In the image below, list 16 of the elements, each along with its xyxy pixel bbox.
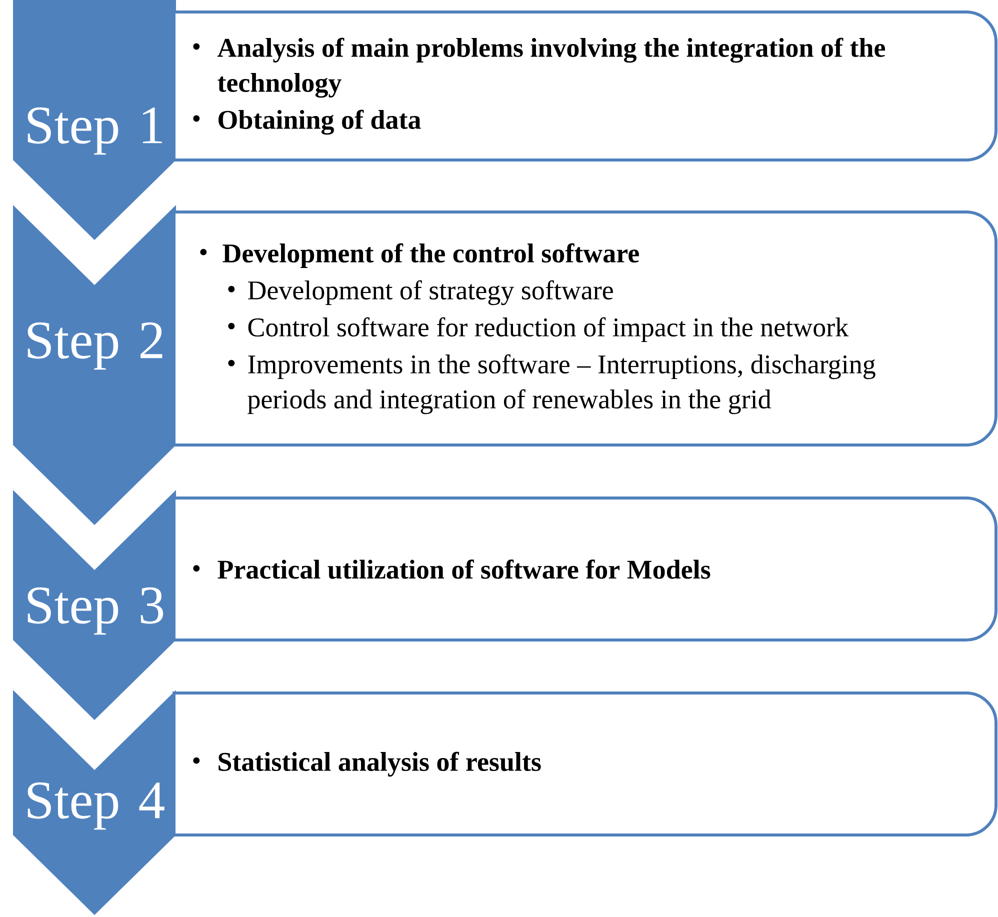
step-banner: Step 2	[13, 204, 176, 525]
step-banner: Step 1	[13, 0, 176, 240]
text-box	[172, 210, 998, 446]
text-box	[172, 691, 998, 836]
step-banner: Step 4	[13, 690, 176, 915]
bullet-item: Development of strategy software	[228, 280, 613, 306]
step-banner: Step 3	[13, 490, 176, 720]
bullet-item: Control software for reduction of impact in the network	[228, 317, 849, 342]
bullet-item: Statistical analysis of results	[193, 752, 541, 777]
bullet-item: Improvements in the software – Interruptions, discharging periods and integration of renewables in the grid	[228, 354, 876, 414]
bullet-item: Practical utilization of software for Models	[193, 560, 710, 579]
bullet-item: Development of the control software	[200, 243, 639, 268]
text-box	[172, 10, 998, 162]
text-box	[172, 496, 998, 642]
bullet-item: Analysis of main problems involving the integration of the technology	[193, 38, 886, 98]
bullet-item: Obtaining of data	[193, 110, 421, 135]
